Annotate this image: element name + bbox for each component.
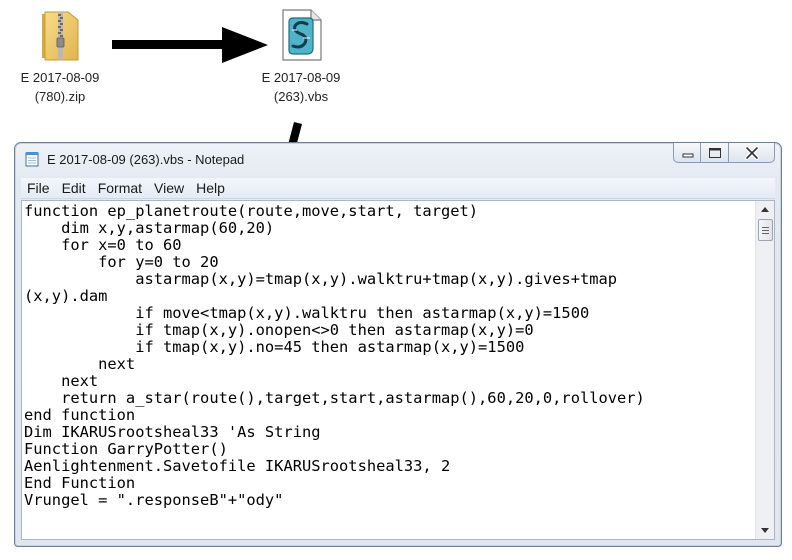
- code-line: End Function: [24, 474, 136, 492]
- zip-file-icon[interactable]: E 2017-08-09 (780).zip: [10, 8, 110, 106]
- scrollbar-thumb[interactable]: [758, 219, 773, 241]
- code-line: if move<tmap(x,y).walktru then astarmap(…: [24, 304, 590, 322]
- code-line: dim x,y,astarmap(60,20): [24, 219, 275, 237]
- code-line: for y=0 to 20: [24, 253, 219, 271]
- close-icon: [745, 146, 759, 160]
- vbs-script-icon: [275, 8, 327, 62]
- menu-file[interactable]: File: [27, 180, 50, 196]
- zip-file-name-line2: (780).zip: [34, 89, 86, 104]
- notepad-icon: [25, 152, 39, 167]
- vbs-file-name-line2: (263).vbs: [273, 89, 329, 104]
- menu-view[interactable]: View: [154, 180, 185, 196]
- right-arrow-icon: [112, 27, 268, 63]
- notepad-window: E 2017-08-09 (263).vbs - Notepad: [14, 142, 782, 547]
- code-line: Aenlightenment.Savetofile IKARUSrootshea…: [24, 457, 451, 475]
- maximize-icon: [709, 148, 721, 158]
- code-line: astarmap(x,y)=tmap(x,y).walktru+tmap(x,y…: [24, 270, 618, 288]
- code-line: return a_star(route(),target,start,astar…: [24, 389, 645, 407]
- menu-edit[interactable]: Edit: [61, 180, 86, 196]
- zip-file-name-line1: E 2017-08-09: [20, 70, 100, 85]
- window-controls: [673, 143, 775, 164]
- title-bar[interactable]: E 2017-08-09 (263).vbs - Notepad: [15, 143, 781, 177]
- vertical-scrollbar[interactable]: [755, 201, 774, 539]
- code-line: Vrungel = ".responseB"+"ody": [24, 491, 284, 509]
- menu-format[interactable]: Format: [97, 180, 143, 196]
- text-editor[interactable]: function ep_planetroute(route,move,start…: [21, 200, 775, 540]
- code-line: if tmap(x,y).no=45 then astarmap(x,y)=15…: [24, 338, 525, 356]
- vbs-file-name-line1: E 2017-08-09: [261, 70, 341, 85]
- minimize-icon: [682, 153, 694, 158]
- zip-folder-icon: [34, 8, 86, 62]
- editor-text[interactable]: function ep_planetroute(route,move,start…: [24, 203, 752, 509]
- code-line: function ep_planetroute(route,move,start…: [24, 202, 479, 220]
- code-line: next: [24, 372, 99, 390]
- code-line: (x,y).dam: [24, 287, 108, 305]
- minimize-button[interactable]: [673, 143, 701, 163]
- menu-bar: File Edit Format View Help: [21, 178, 775, 199]
- menu-help[interactable]: Help: [196, 180, 225, 196]
- code-line: Dim IKARUSrootsheal33 'As String: [24, 423, 321, 441]
- scroll-down-arrow-icon[interactable]: [756, 522, 774, 539]
- vbs-file-icon[interactable]: E 2017-08-09 (263).vbs: [246, 8, 356, 106]
- code-line: end function: [24, 406, 136, 424]
- maximize-button[interactable]: [701, 143, 729, 163]
- code-line: next: [24, 355, 136, 373]
- window-title: E 2017-08-09 (263).vbs - Notepad: [47, 152, 245, 167]
- code-line: Function GarryPotter(): [24, 440, 228, 458]
- close-button[interactable]: [729, 143, 775, 163]
- code-line: if tmap(x,y).onopen<>0 then astarmap(x,y…: [24, 321, 534, 339]
- code-line: for x=0 to 60: [24, 236, 182, 254]
- scroll-up-arrow-icon[interactable]: [756, 201, 774, 218]
